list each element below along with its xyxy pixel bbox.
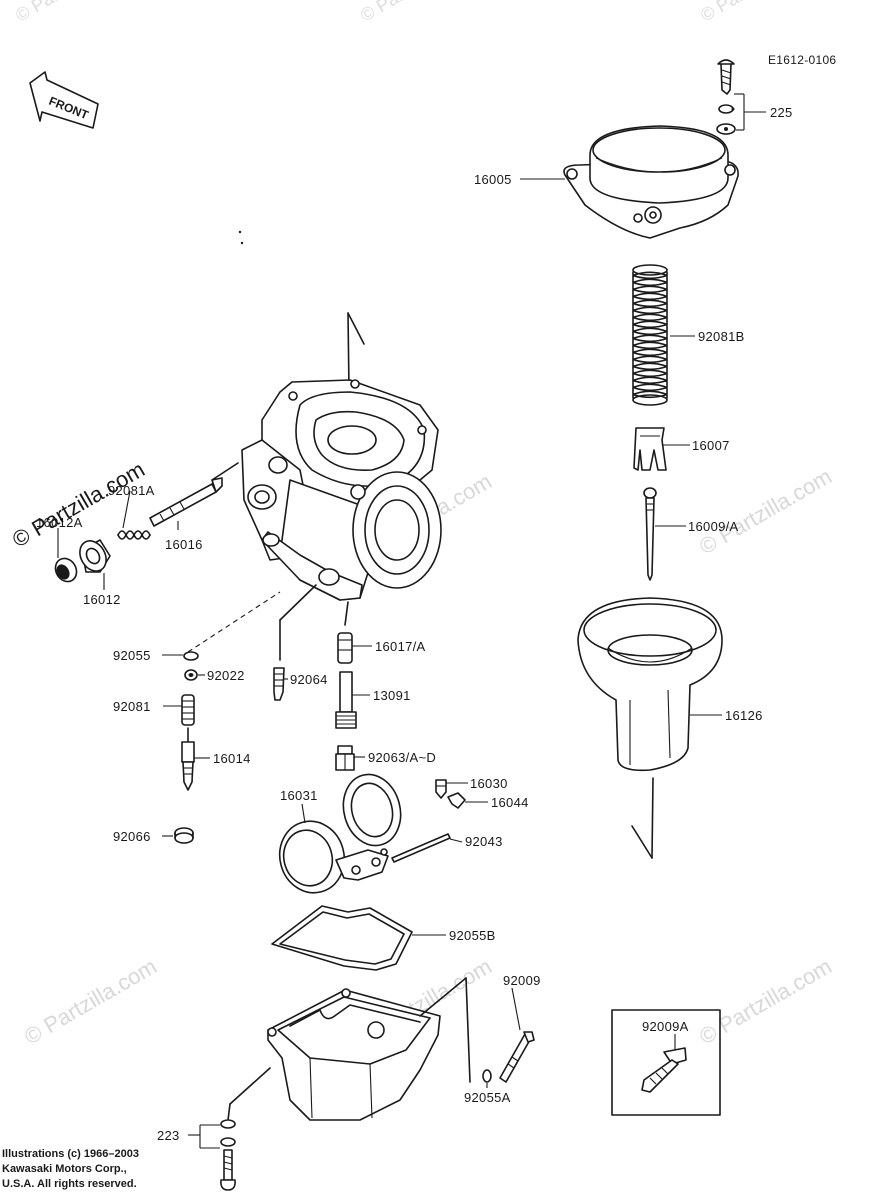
jet-16017-part <box>337 632 353 664</box>
pilot-screw-16016-part <box>149 462 239 527</box>
copyright-line-1: Illustrations (c) 1966–2003 <box>2 1148 139 1160</box>
diagram-code: E1612-0106 <box>768 53 836 67</box>
callout-92081: 92081 <box>113 699 151 714</box>
callout-16030: 16030 <box>470 776 508 791</box>
callout-225: 225 <box>770 105 793 120</box>
callout-92009a: 92009A <box>642 1019 689 1034</box>
callout-92055: 92055 <box>113 648 151 663</box>
main-jet-92063-part <box>335 745 355 771</box>
copyright-line-3: U.S.A. All rights reserved. <box>2 1178 137 1190</box>
screw-225-part <box>716 59 766 135</box>
drain-screw-92009-part <box>499 1031 535 1083</box>
inset-box-92009a: 92009A <box>611 1009 721 1116</box>
watermark-bottom-right: © Partzilla.com <box>695 954 836 1050</box>
jet-holder-13091-part <box>335 671 357 729</box>
valve-16014-part <box>181 727 195 791</box>
watermark-top-center: © Partzilla.com <box>357 0 472 25</box>
plug-92066-part <box>174 827 194 844</box>
float-16031-part <box>278 773 402 894</box>
spring-92081-part <box>181 694 195 726</box>
callout-92022: 92022 <box>207 668 245 683</box>
callout-92063: 92063/A~D <box>368 750 436 765</box>
callout-92081a: 92081A <box>108 483 155 498</box>
copyright-line-2: Kawasaki Motors Corp., <box>2 1163 127 1175</box>
callout-92064: 92064 <box>290 672 328 687</box>
callout-92009: 92009 <box>503 973 541 988</box>
gasket-92055b-part <box>271 905 413 971</box>
callout-92043: 92043 <box>465 834 503 849</box>
callout-13091: 13091 <box>373 688 411 703</box>
callout-16031: 16031 <box>280 788 318 803</box>
clip-16044-part <box>447 792 466 809</box>
callout-92055b: 92055B <box>449 928 496 943</box>
callout-92081b: 92081B <box>698 329 745 344</box>
spring-92081b-part <box>632 264 668 406</box>
spring-92081a-part <box>117 530 151 540</box>
needle-retainer-16007-part <box>633 427 667 471</box>
oring-92055-part <box>183 651 199 661</box>
float-bowl-part <box>267 988 441 1121</box>
top-cover-16005-part <box>563 125 739 239</box>
callout-16007: 16007 <box>692 438 730 453</box>
watermark-right: © Partzilla.com <box>695 464 836 560</box>
callout-16012: 16012 <box>83 592 121 607</box>
watermark-bottom-left: © Partzilla.com <box>20 954 161 1050</box>
callout-16126: 16126 <box>725 708 763 723</box>
vacuum-piston-16126-part <box>577 597 723 772</box>
front-arrow: FRONT <box>29 71 99 129</box>
screw-223-part <box>220 1119 236 1191</box>
pin-92043-part <box>391 833 451 863</box>
plug-92064-part <box>273 667 285 701</box>
callout-92066: 92066 <box>113 829 151 844</box>
callout-16005: 16005 <box>474 172 512 187</box>
jet-needle-16009-part <box>643 487 657 581</box>
callout-16012a: 16012A <box>36 515 83 530</box>
callout-16016: 16016 <box>165 537 203 552</box>
watermark-top-right: © Partzilla.com <box>697 0 812 25</box>
copyright-notice: Illustrations (c) 1966–2003 Kawasaki Mot… <box>2 1147 139 1192</box>
watermark-top-left: © Partzilla.com <box>12 0 127 25</box>
callout-92055a: 92055A <box>464 1090 511 1105</box>
oring-92055a-part <box>482 1069 492 1083</box>
cap-16012-part <box>79 539 111 573</box>
callout-16009a: 16009/A <box>688 519 739 534</box>
callout-16017a: 16017/A <box>375 639 426 654</box>
callout-223: 223 <box>157 1128 180 1143</box>
float-valve-16030-part <box>435 779 447 799</box>
callout-16014: 16014 <box>213 751 251 766</box>
cap-16012a-part <box>54 557 78 583</box>
callout-16044: 16044 <box>491 795 529 810</box>
carburetor-body-part <box>241 312 442 601</box>
